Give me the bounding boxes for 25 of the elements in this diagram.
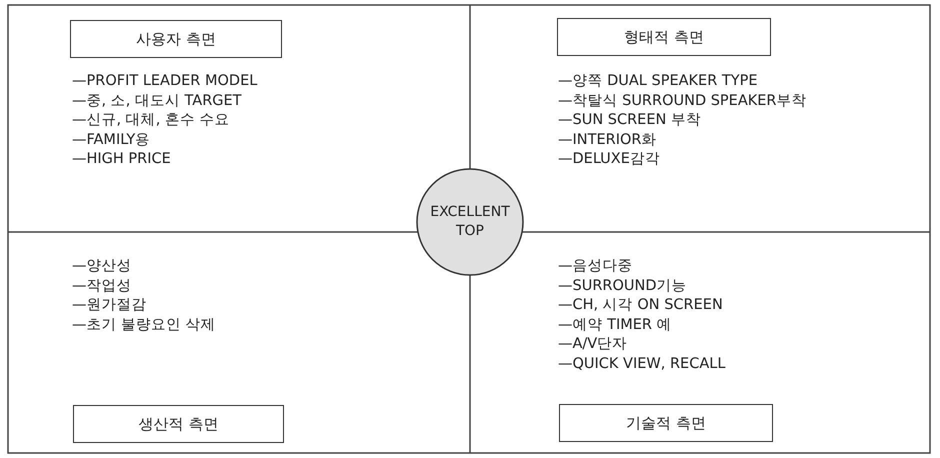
list-item: —중, 소, 대도시 TARGET xyxy=(72,92,242,110)
list-item: —INTERIOR화 xyxy=(558,130,656,150)
list-item: —신규, 대체, 혼수 수요 xyxy=(72,111,230,130)
list-item: —원가절감 xyxy=(72,296,146,315)
list-item: —A/V단자 xyxy=(558,335,628,354)
list-item: —음성다중 xyxy=(558,257,632,276)
aspect-heading-box: 기술적 측면 xyxy=(559,404,773,442)
list-item: —작업성 xyxy=(72,276,132,296)
list-item: —초기 불량요인 삭제 xyxy=(72,316,216,334)
list-item: —양산성 xyxy=(72,257,132,276)
list-item: —착탈식 SURROUND SPEAKER부착 xyxy=(558,92,806,110)
list-item: —DELUXE감각 xyxy=(558,150,660,169)
aspect-heading-box: 생산적 측면 xyxy=(73,405,284,443)
aspect-heading-box: 사용자 측면 xyxy=(70,20,282,58)
list-item: —HIGH PRICE xyxy=(72,150,171,169)
list-item: —CH, 시각 ON SCREEN xyxy=(558,296,723,315)
center-label: EXCELLENT TOP xyxy=(430,203,510,241)
list-item: —양쪽 DUAL SPEAKER TYPE xyxy=(558,72,758,91)
list-item: —SUN SCREEN 부착 xyxy=(558,111,701,130)
list-item: —FAMILY용 xyxy=(72,130,150,150)
list-item: —SURROUND기능 xyxy=(558,276,687,296)
list-item: —PROFIT LEADER MODEL xyxy=(72,72,258,91)
list-item: —QUICK VIEW, RECALL xyxy=(558,354,726,374)
aspect-heading-box: 형태적 측면 xyxy=(557,18,771,56)
list-item: —예약 TIMER 예 xyxy=(558,316,672,334)
